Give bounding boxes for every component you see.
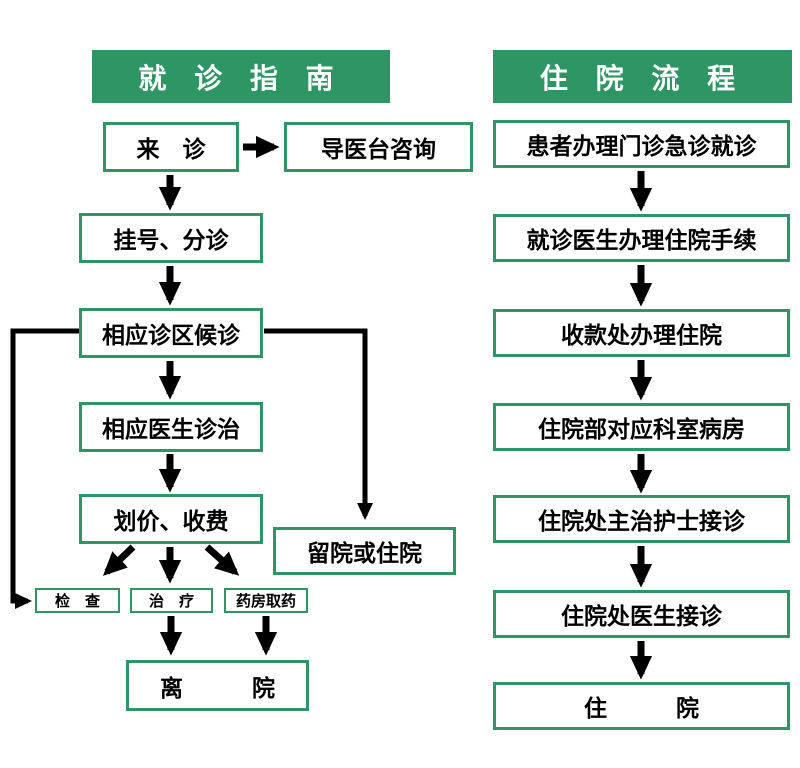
left-flow-title: 就 诊 指 南 [92,50,390,103]
node-pharmacy: 药房取药 [224,588,308,613]
node-doctor-treat: 相应医生诊治 [79,402,263,452]
node-arrive: 来 诊 [103,122,239,172]
node-register-triage: 挂号、分诊 [79,213,263,263]
node-wait-area: 相应诊区候诊 [79,308,263,358]
node-inpatient-ward: 住院部对应科室病房 [493,403,790,451]
node-doctor-admission: 就诊医生办理住院手续 [493,214,790,262]
right-flow-title: 住 院 流 程 [493,50,792,103]
node-outpatient-emergency: 患者办理门诊急诊就诊 [493,120,790,168]
node-therapy: 治 疗 [130,588,213,613]
connector-wait-to-stay [264,328,374,521]
node-exam: 检 查 [35,588,120,613]
connector-wait-loop-to-exam [10,328,79,609]
node-stay-or-admit: 留院或住院 [273,527,456,575]
node-leave-hospital: 离 院 [126,660,309,711]
arrow-pay-to-exam [102,544,136,576]
node-nurse-reception: 住院处主治护士接诊 [493,495,790,543]
node-hospitalized: 住 院 [493,682,790,730]
node-doctor-reception: 住院处医生接诊 [493,590,790,638]
arrow-pay-to-pharmacy [204,544,240,576]
node-cashier-admission: 收款处办理住院 [493,309,790,357]
node-pricing-pay: 划价、收费 [79,494,263,544]
node-guide-desk: 导医台咨询 [284,122,473,172]
